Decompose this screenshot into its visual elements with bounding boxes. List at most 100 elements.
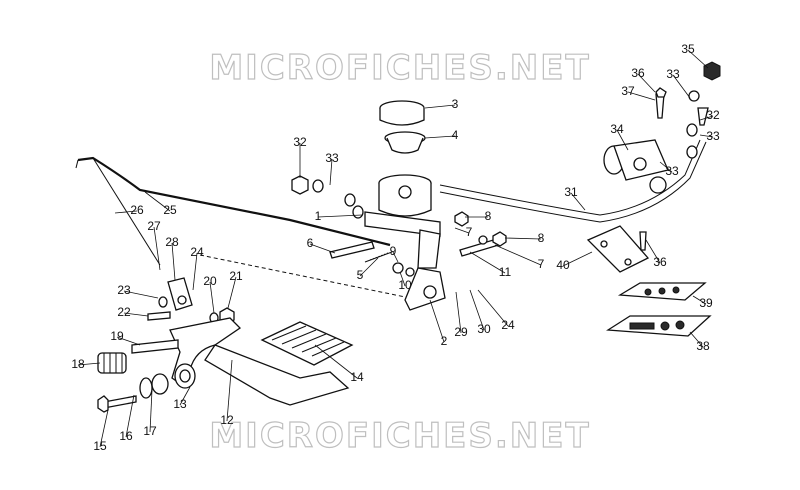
callout-label: 29 <box>454 325 468 339</box>
callout-label: 13 <box>173 397 187 411</box>
reservoir-cap <box>379 100 426 154</box>
callout-leader <box>125 394 135 438</box>
callout-label: 17 <box>143 424 157 438</box>
callout-leader <box>672 74 691 99</box>
callout-label: 23 <box>117 283 131 297</box>
callout-leader <box>494 244 542 266</box>
callout-leader <box>227 276 237 309</box>
callout-label: 18 <box>71 357 85 371</box>
callout-leader <box>627 91 656 101</box>
callout-leader <box>469 289 485 331</box>
callout-label: 36 <box>631 66 645 80</box>
callout-label: 5 <box>357 268 364 282</box>
callout-leader <box>392 251 399 263</box>
callout-label: 27 <box>147 219 161 233</box>
callout-label: 3 <box>452 97 459 111</box>
callout-label: 33 <box>666 67 680 81</box>
callout-label: 6 <box>307 236 314 250</box>
callout-label: 30 <box>477 322 491 336</box>
watermark-top: MICROFICHES.NET <box>209 47 591 88</box>
watermark-bottom: MICROFICHES.NET <box>209 415 591 456</box>
callout-label: 16 <box>119 429 133 443</box>
callout-leader <box>477 289 509 327</box>
bracket-plate <box>586 225 650 273</box>
callout-label: 2 <box>441 334 448 348</box>
callout-label: 26 <box>130 203 144 217</box>
callout-leader <box>144 191 171 212</box>
callout-leader <box>123 312 149 317</box>
callout-label: 24 <box>190 245 204 259</box>
callout-leader <box>659 161 673 173</box>
callout-leader <box>424 135 456 139</box>
callout-leader <box>359 257 379 277</box>
callout-leader <box>116 336 141 346</box>
callout-label: 32 <box>293 135 307 149</box>
callout-leader <box>687 49 709 69</box>
callout-leader <box>562 251 593 267</box>
callout-leader <box>429 299 445 343</box>
pedal-pad <box>260 321 354 366</box>
callout-label: 35 <box>681 42 695 56</box>
callout-leader <box>455 291 462 334</box>
slave-cylinder <box>603 139 669 194</box>
callout-leader <box>454 227 470 234</box>
callout-label: 20 <box>203 274 217 288</box>
callout-leader <box>504 237 542 240</box>
callout-label: 19 <box>110 329 124 343</box>
banjo-fitting-left <box>291 175 364 219</box>
callout-label: 37 <box>621 84 635 98</box>
callout-leader <box>123 290 159 299</box>
callout-label: 12 <box>220 413 234 427</box>
callout-label: 14 <box>350 370 364 384</box>
callout-leader <box>637 73 656 93</box>
callout-label: 8 <box>538 231 545 245</box>
callout-label: 34 <box>610 122 624 136</box>
callout-label: 24 <box>501 318 515 332</box>
callout-leader <box>424 104 456 109</box>
callout-leader <box>689 331 704 348</box>
callout-label: 33 <box>665 164 679 178</box>
callout-leader <box>153 226 161 271</box>
callout-label: 28 <box>165 235 179 249</box>
callout-leader <box>209 281 215 314</box>
callout-leader <box>77 362 101 366</box>
callout-leader <box>317 214 363 218</box>
callout-leader <box>309 243 336 254</box>
callout-label: 15 <box>93 439 107 453</box>
callout-leader <box>399 271 406 287</box>
pedal-bolt <box>97 373 169 413</box>
callout-leader <box>699 134 714 138</box>
callout-leader <box>99 409 109 448</box>
callout-leader <box>171 242 176 281</box>
lever-arm <box>404 267 446 311</box>
callout-leader <box>226 359 233 422</box>
hose-lines <box>199 139 707 301</box>
callout-leader <box>570 192 586 211</box>
callout-leader <box>329 158 333 186</box>
callout-leader <box>314 344 358 379</box>
callout-label: 40 <box>556 258 570 272</box>
callout-leader <box>699 115 714 121</box>
callout-label: 25 <box>163 203 177 217</box>
clevis-assembly <box>147 277 235 325</box>
callout-label: 32 <box>706 108 720 122</box>
pedal-lever <box>169 317 350 406</box>
callout-label: 8 <box>485 209 492 223</box>
callout-leader <box>192 252 198 291</box>
callout-leader <box>692 295 707 305</box>
callout-label: 22 <box>117 305 131 319</box>
callout-leader <box>469 251 506 274</box>
callout-label: 7 <box>538 257 545 271</box>
repair-kit-39 <box>617 282 707 301</box>
callout-leader <box>645 239 661 264</box>
callout-leader <box>179 386 191 406</box>
callout-label: 10 <box>398 278 412 292</box>
callout-label: 33 <box>706 129 720 143</box>
callout-label: 31 <box>564 185 578 199</box>
callout-label: 4 <box>452 128 459 142</box>
callout-label: 39 <box>699 296 713 310</box>
callout-label: 7 <box>466 225 473 239</box>
callout-leader <box>114 210 138 214</box>
